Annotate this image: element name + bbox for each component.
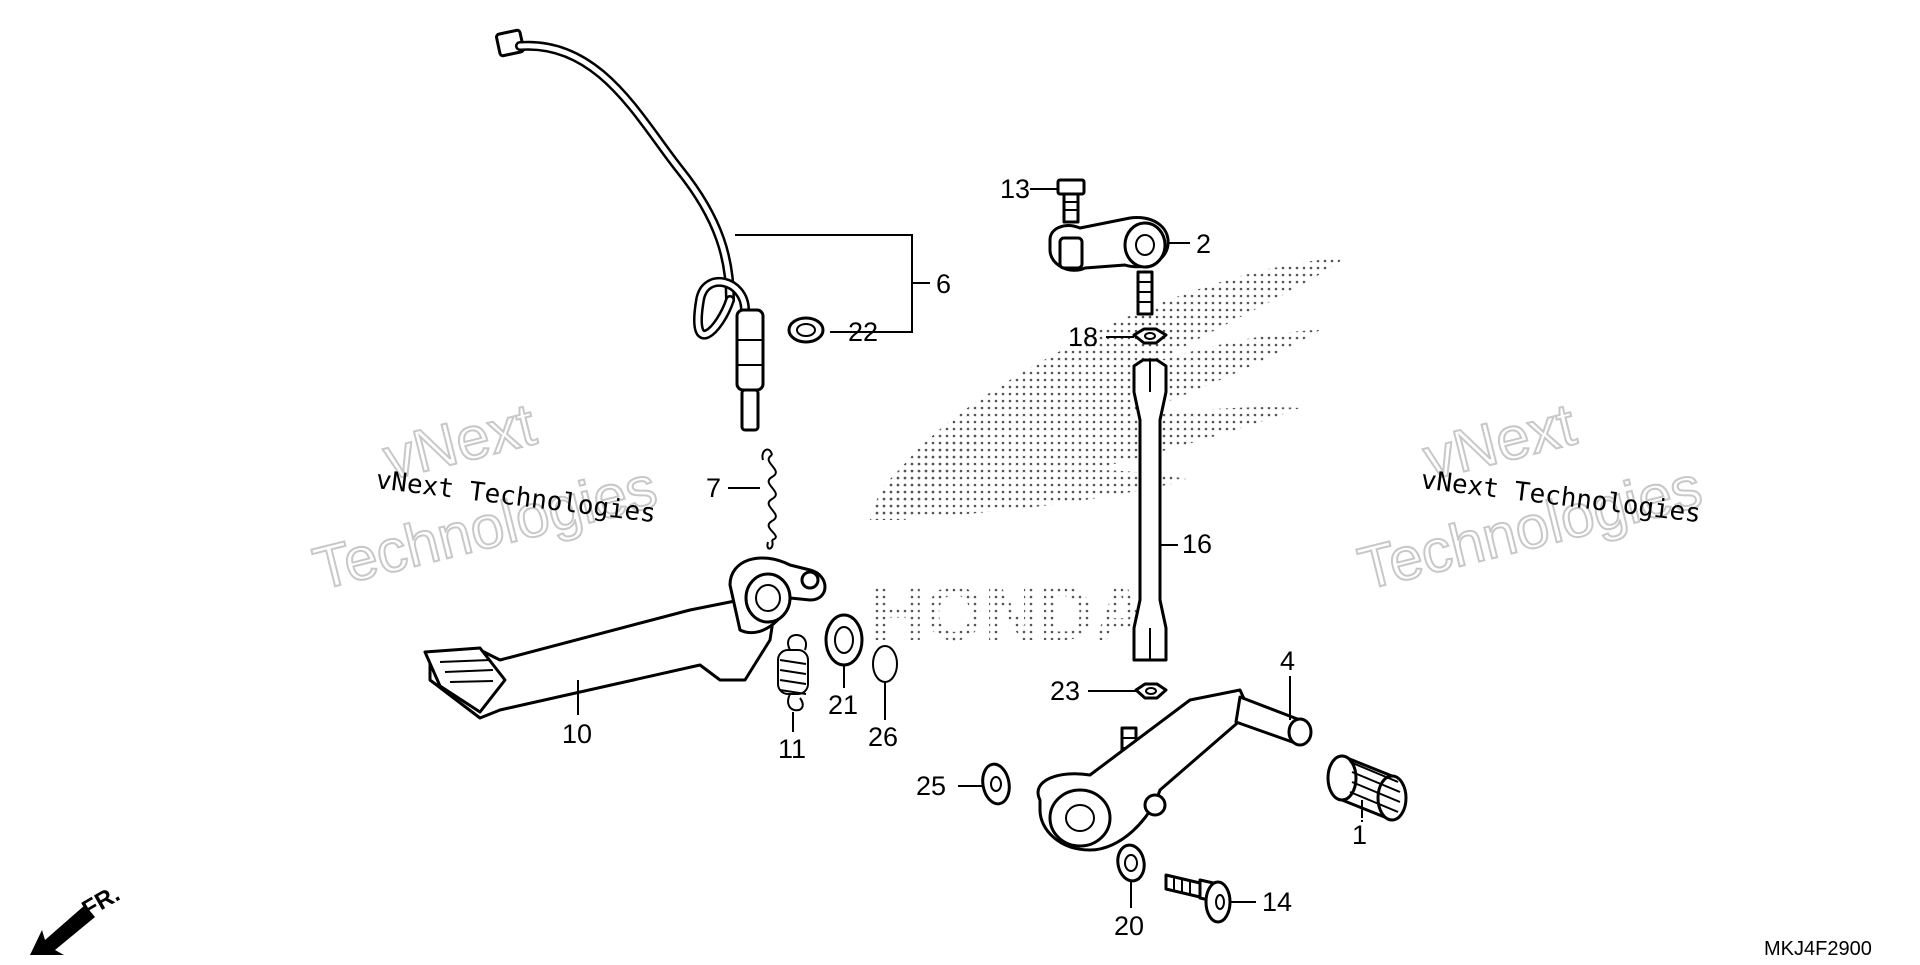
callout-18: 18 xyxy=(1068,322,1098,352)
callout-23: 23 xyxy=(1050,676,1080,706)
watermark-big-line2: Technologies xyxy=(1352,453,1708,603)
part-6-switch-cable xyxy=(495,28,765,432)
honda-wing-logo: HONDA xyxy=(870,258,1345,657)
callout-1: 1 xyxy=(1352,820,1367,850)
callout-2: 2 xyxy=(1196,229,1211,259)
watermark-left: vNext Technologies vNext Technologies xyxy=(306,389,664,603)
part-21-washer xyxy=(824,613,864,667)
part-1-pedal-rubber xyxy=(1326,754,1408,822)
callout-20: 20 xyxy=(1114,911,1144,941)
diagram-code: MKJ4F2900 xyxy=(1764,938,1872,960)
callout-7: 7 xyxy=(706,473,721,503)
callout-labels: 1 2 4 6 7 10 11 13 14 16 18 20 21 22 23 … xyxy=(562,174,1367,941)
part-2-shift-arm xyxy=(1048,215,1170,316)
part-20-washer xyxy=(1116,843,1146,883)
callout-4: 4 xyxy=(1280,646,1295,676)
callout-22: 22 xyxy=(848,317,878,347)
part-13-bolt xyxy=(1056,178,1086,224)
part-16-tie-rod xyxy=(1132,358,1168,662)
part-23-nut xyxy=(1134,682,1168,700)
callout-14: 14 xyxy=(1262,887,1292,917)
watermark-right: vNext Technologies vNext Technologies xyxy=(1351,389,1709,603)
honda-logo-text: HONDA xyxy=(870,572,1149,657)
watermark-big-line2: Technologies xyxy=(307,453,663,603)
part-4-change-arm xyxy=(1036,688,1313,852)
part-10-gearshift-pedal xyxy=(423,556,827,720)
part-18-nut xyxy=(1132,327,1168,345)
callout-13: 13 xyxy=(1000,174,1030,204)
part-25-washer xyxy=(981,762,1011,806)
callout-16: 16 xyxy=(1182,529,1212,559)
callout-26: 26 xyxy=(868,722,898,752)
leader-lines xyxy=(577,188,1363,908)
part-22-clip xyxy=(787,316,825,344)
callout-6: 6 xyxy=(936,269,951,299)
part-11-return-spring xyxy=(777,634,809,712)
callout-10: 10 xyxy=(562,719,592,749)
part-7-spring xyxy=(761,448,777,550)
part-14-pivot-bolt xyxy=(1164,873,1232,924)
front-arrow-icon xyxy=(30,905,95,955)
callout-11: 11 xyxy=(778,734,806,764)
front-direction-marker: FR. xyxy=(30,880,124,955)
callout-25: 25 xyxy=(916,771,946,801)
callout-21: 21 xyxy=(828,690,858,720)
